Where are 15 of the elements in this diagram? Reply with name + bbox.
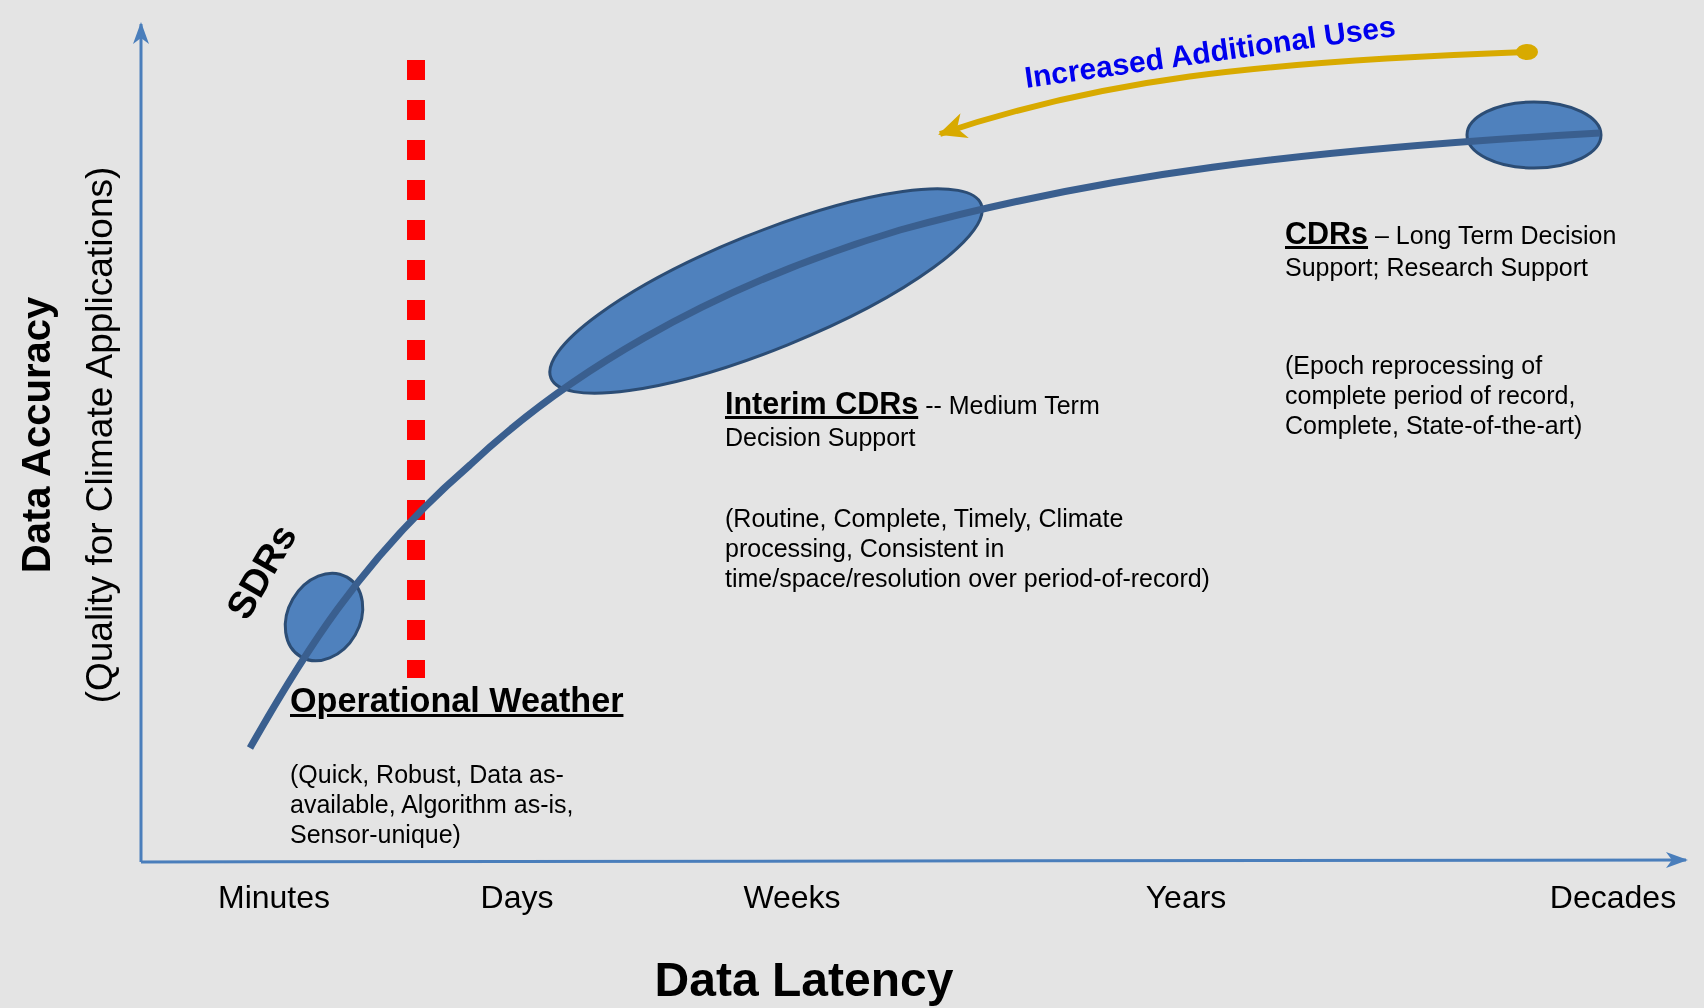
description-text: (Epoch reprocessing of complete period of record, Complete, State-of-the-art): [1285, 350, 1584, 440]
category-heading: CDRs – Long Term Decision Support; Research Support: [1285, 215, 1618, 282]
axis-tick-label: Minutes: [218, 877, 330, 917]
trend-label: Increased Additional Uses: [1022, 8, 1398, 96]
axis-tick-label: Days: [480, 877, 554, 917]
description-text: (Quick, Robust, Data as-available, Algorithm as-is, Sensor-unique): [290, 759, 575, 849]
category-heading: Operational Weather: [290, 680, 625, 721]
axis-tick-label: Weeks: [743, 877, 841, 917]
axis-subtitle: (Quality for Climate Applications): [77, 166, 121, 704]
description-text: (Routine, Complete, Timely, Climate processing, Consistent in time/space/resolution over period-of-record): [725, 503, 1211, 593]
axis-title: Data Accuracy: [13, 296, 59, 574]
axis-tick-label: Decades: [1549, 877, 1677, 917]
axis-title: Data Latency: [654, 952, 954, 1008]
category-heading: Interim CDRs -- Medium Term Decision Support: [725, 385, 1101, 452]
axis-tick-label: Years: [1145, 877, 1227, 917]
